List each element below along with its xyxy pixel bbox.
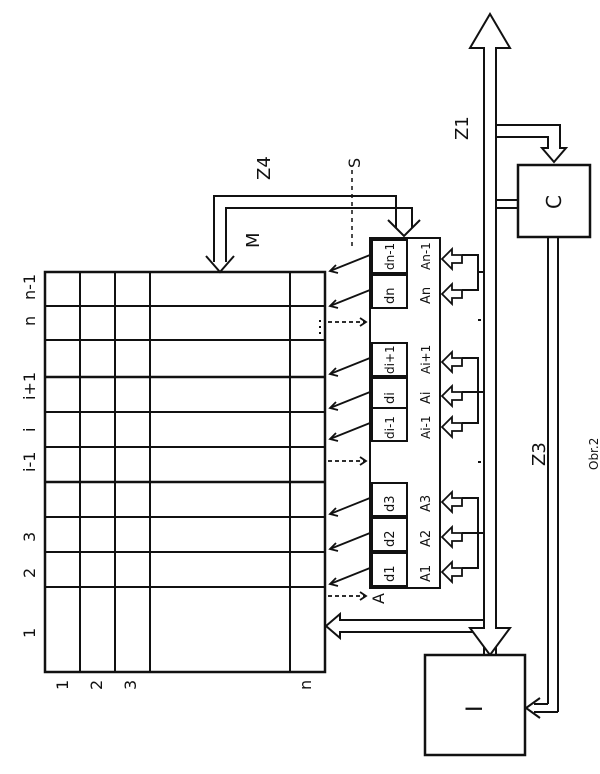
interface-i — [425, 655, 525, 755]
cell-a: An-1 — [419, 242, 433, 270]
cell-a: Ai — [419, 391, 434, 404]
column-label: 1 — [20, 628, 39, 638]
cell-a: An — [419, 287, 434, 304]
register-to-matrix-arrows — [330, 255, 370, 586]
register-file-label: A — [369, 593, 388, 604]
cell-d: di+1 — [383, 345, 397, 374]
matrix-label: M — [243, 232, 264, 248]
continuation-dots — [45, 272, 320, 672]
cell-a: A1 — [419, 565, 434, 582]
cell-a: A2 — [419, 530, 434, 547]
controller-label: C — [542, 195, 566, 209]
interface-label: I — [463, 706, 488, 713]
cell-d: dn — [383, 288, 398, 305]
column-label: i — [20, 428, 39, 432]
row-label: 2 — [87, 680, 106, 690]
cell-d: di — [383, 392, 398, 404]
cell-a: Ai-1 — [419, 415, 433, 439]
column-label: n-1 — [20, 274, 39, 300]
cell-d: d3 — [383, 495, 398, 512]
matrix-m — [45, 272, 325, 672]
matrix-to-register-arrows — [328, 318, 366, 600]
column-label: i-1 — [20, 452, 39, 472]
figure-caption: Obr.2 — [587, 438, 600, 470]
cell-d: dn-1 — [383, 243, 397, 270]
bus-to-matrix — [326, 614, 484, 638]
bus-z1 — [470, 14, 510, 660]
bus-z4-label: Z4 — [254, 156, 275, 180]
cell-a: A3 — [419, 495, 434, 512]
row-label: 1 — [53, 680, 72, 690]
row-label: 3 — [121, 680, 140, 690]
bus-z1-label: Z1 — [452, 116, 473, 140]
row-label: n — [296, 680, 315, 690]
z1-to-controller-arrow — [496, 125, 566, 162]
column-label: i+1 — [20, 372, 39, 400]
row-labels: 1 2 3 n — [53, 680, 315, 690]
register-text: d1 A1 d2 A2 d3 A3 di-1 Ai-1 di Ai di+1 A… — [383, 242, 434, 582]
column-label: 2 — [20, 568, 39, 578]
column-labels: 1 2 3 i-1 i i+1 n n-1 — [20, 274, 39, 638]
register-input-arrows — [442, 249, 462, 582]
signal-s-label: S — [345, 158, 364, 168]
column-label: n — [20, 316, 39, 326]
column-label: 3 — [20, 532, 39, 542]
cell-d: d1 — [383, 565, 398, 582]
cell-d: di-1 — [383, 416, 397, 439]
cell-d: d2 — [383, 530, 398, 547]
bus-z3-label: Z3 — [529, 442, 550, 466]
cell-a: Ai+1 — [419, 345, 433, 374]
bus-z3 — [526, 237, 558, 718]
